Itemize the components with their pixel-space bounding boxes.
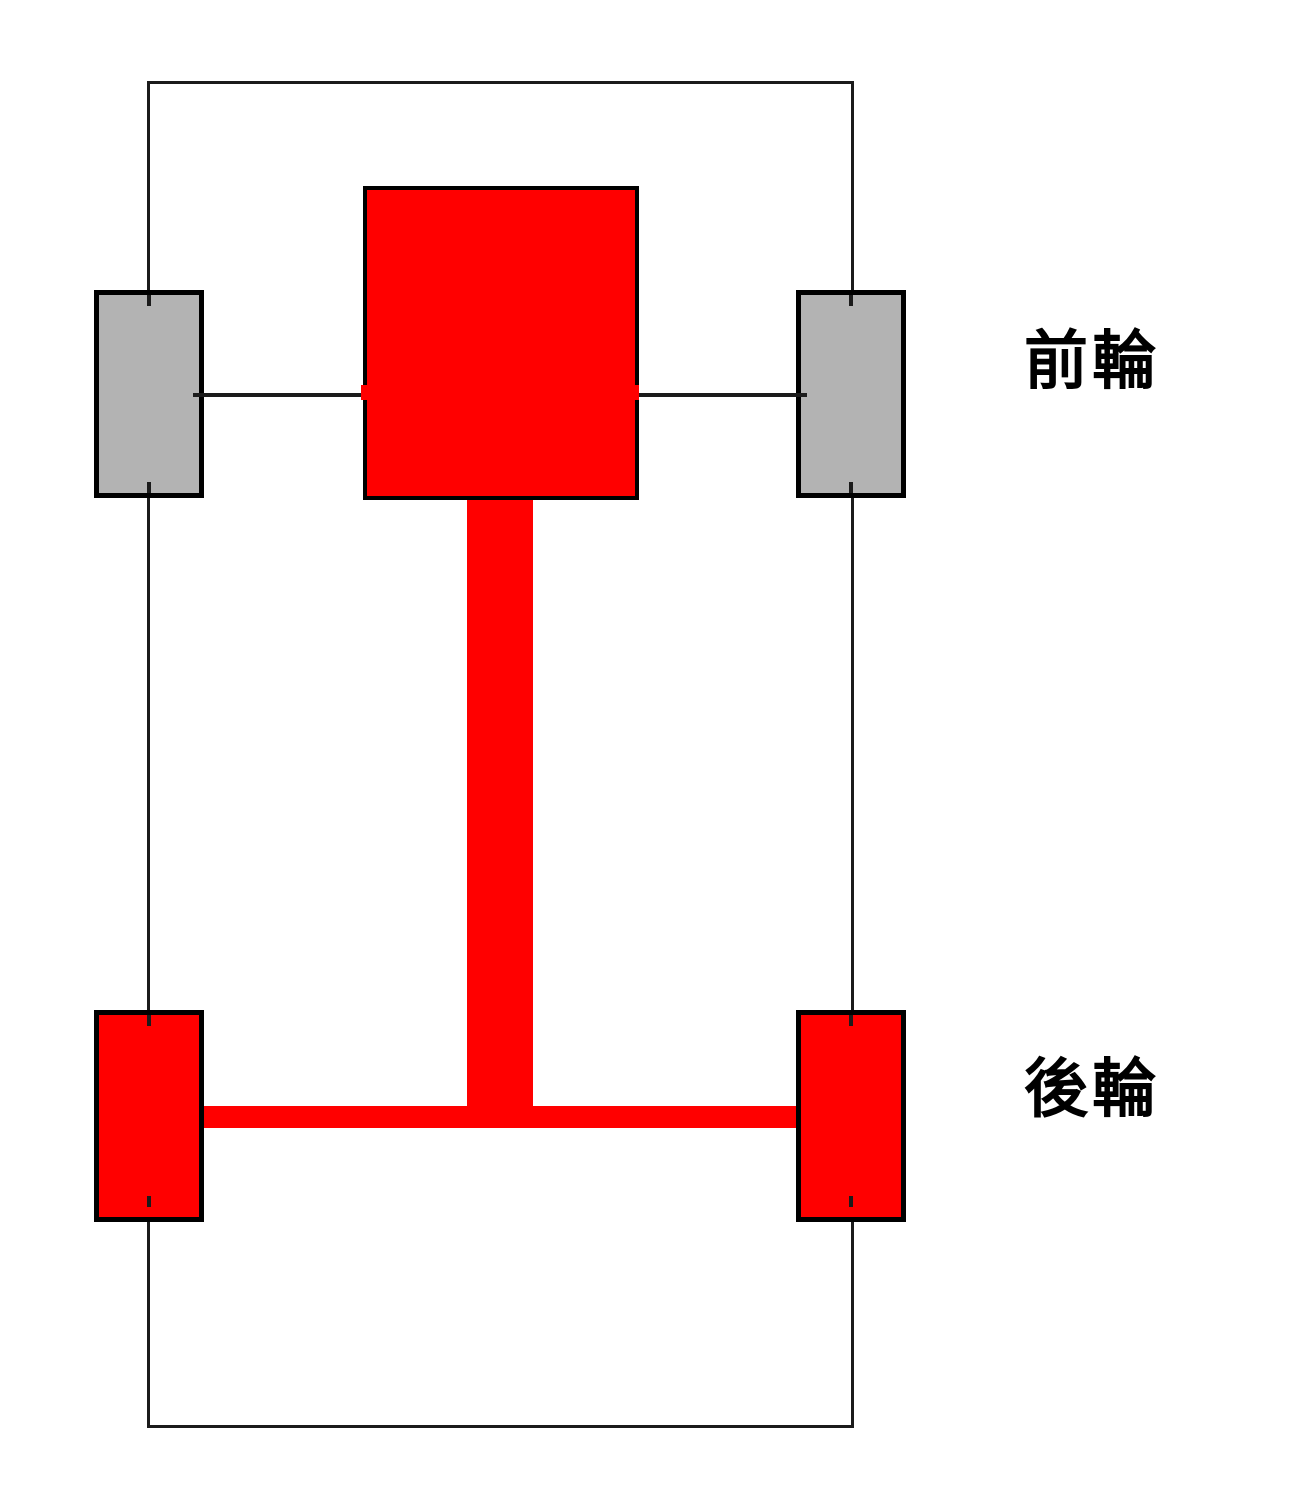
connector-tick — [849, 1015, 853, 1026]
connector-tick — [147, 482, 151, 493]
connector-tick — [147, 295, 151, 306]
engine-block — [363, 186, 639, 500]
rear-wheel-label: 後輪 — [1024, 1053, 1160, 1127]
axle-engine-joint-right — [631, 385, 639, 400]
car-body-outline — [147, 81, 854, 1428]
connector-tick — [849, 482, 853, 493]
front-right-wheel — [796, 290, 906, 498]
connector-tick — [193, 393, 204, 397]
connector-tick — [147, 1196, 151, 1207]
front-wheel-label: 前輪 — [1024, 325, 1160, 399]
axle-engine-joint-left — [361, 385, 369, 400]
rear-left-wheel — [94, 1010, 204, 1222]
connector-tick — [849, 1196, 853, 1207]
front-left-wheel — [94, 290, 204, 498]
rear-right-wheel — [796, 1010, 906, 1222]
connector-tick — [796, 393, 807, 397]
rear-axle — [202, 1106, 800, 1128]
connector-tick — [147, 1015, 151, 1026]
connector-tick — [849, 295, 853, 306]
driveshaft — [467, 497, 533, 1128]
